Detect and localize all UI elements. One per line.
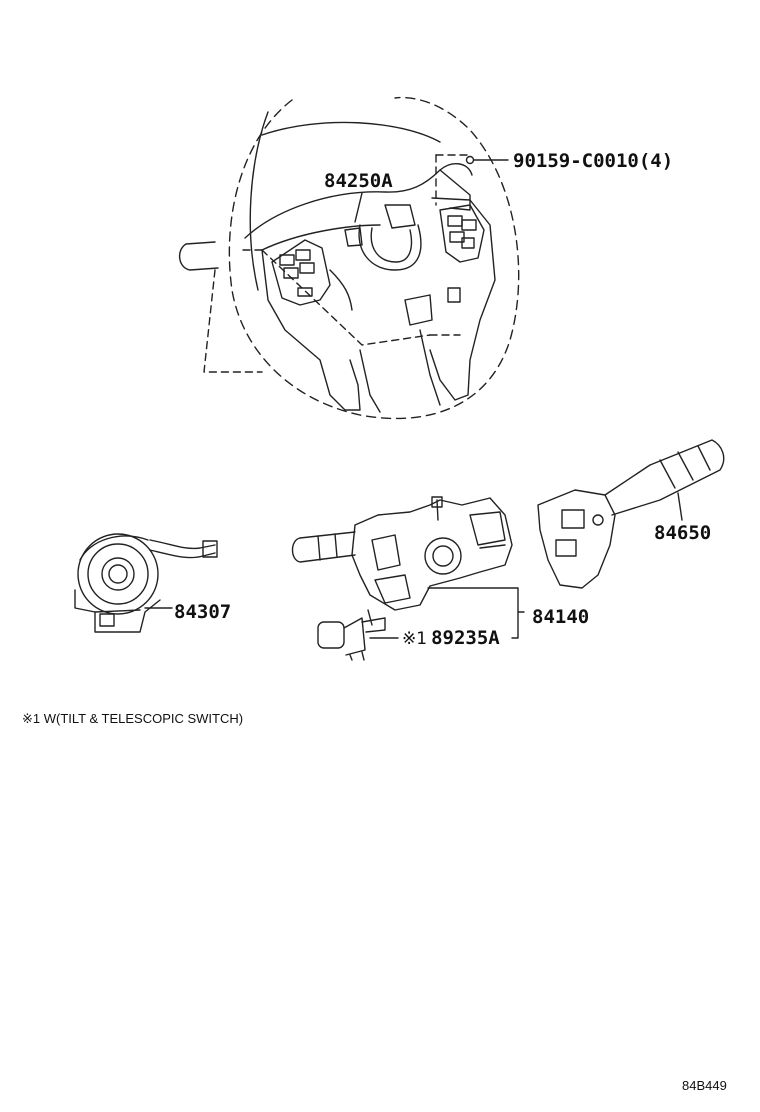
tilt-telescopic-switch-icon xyxy=(317,609,399,661)
part-label-84650: 84650 xyxy=(654,522,712,544)
wiper-switch-icon xyxy=(537,439,725,589)
combination-switch-icon xyxy=(291,496,525,639)
footnote-mark: ※1 xyxy=(402,629,428,649)
diagram-code: 84B449 xyxy=(682,1078,727,1093)
part-label-84307: 84307 xyxy=(174,601,232,623)
footnote-text: ※1 W(TILT & TELESCOPIC SWITCH) xyxy=(22,711,244,726)
part-label-89235a-number: 89235A xyxy=(431,627,500,649)
screw-icon xyxy=(465,155,509,165)
part-label-84250a: 84250A xyxy=(324,170,393,192)
part-label-84140: 84140 xyxy=(532,606,590,628)
steering-wheel-icon xyxy=(179,96,520,420)
part-label-90159: 90159-C0010(4) xyxy=(513,150,674,172)
spiral-cable-icon xyxy=(74,533,218,633)
